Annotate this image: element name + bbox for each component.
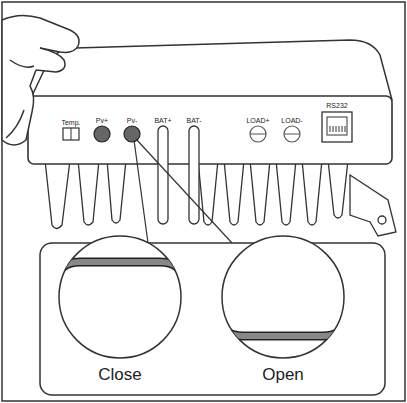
terminal-label: LOAD- <box>281 117 302 124</box>
terminal-label: Pv+ <box>96 117 108 124</box>
state-caption: Open <box>219 365 347 385</box>
terminal-label: Temp. <box>61 119 80 126</box>
zoom-circle: Open <box>219 235 347 391</box>
state-caption: Close <box>56 365 184 385</box>
terminal-label: BAT+ <box>154 117 171 124</box>
circle-outline <box>219 235 347 363</box>
terminal-label: LOAD+ <box>246 117 269 124</box>
circle-outline <box>56 235 184 363</box>
terminal-label: BAT- <box>186 117 201 124</box>
terminal-label: RS232 <box>326 102 347 109</box>
terminal-label: Pv- <box>127 117 138 124</box>
